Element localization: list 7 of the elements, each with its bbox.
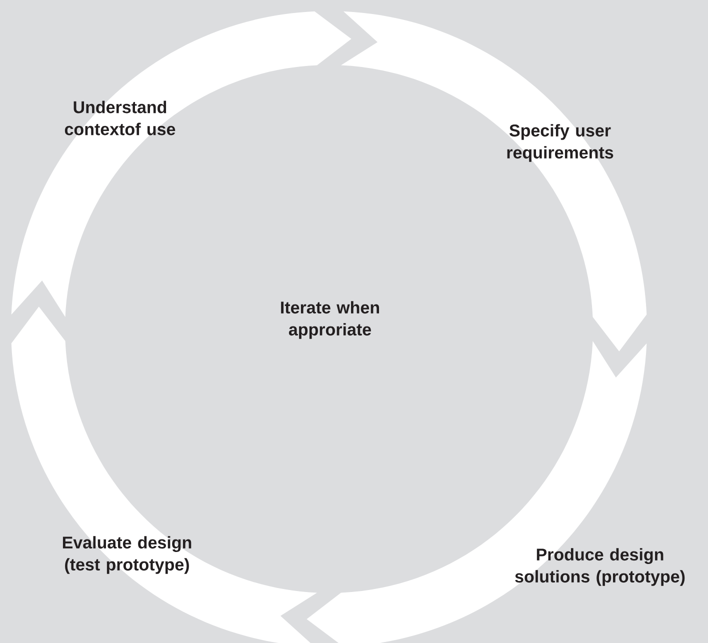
stage-label: Specify user requirements [507, 124, 614, 162]
center-label: Iterate when approriate [281, 301, 379, 339]
cycle-arrow [306, 340, 647, 643]
cycle-arrow [11, 306, 318, 643]
stage-label: Understand contextof use [64, 100, 176, 136]
stage-label: Evaluate design (test prototype) [62, 536, 192, 574]
stage-label: Produce design solutions (prototype) [515, 548, 685, 586]
